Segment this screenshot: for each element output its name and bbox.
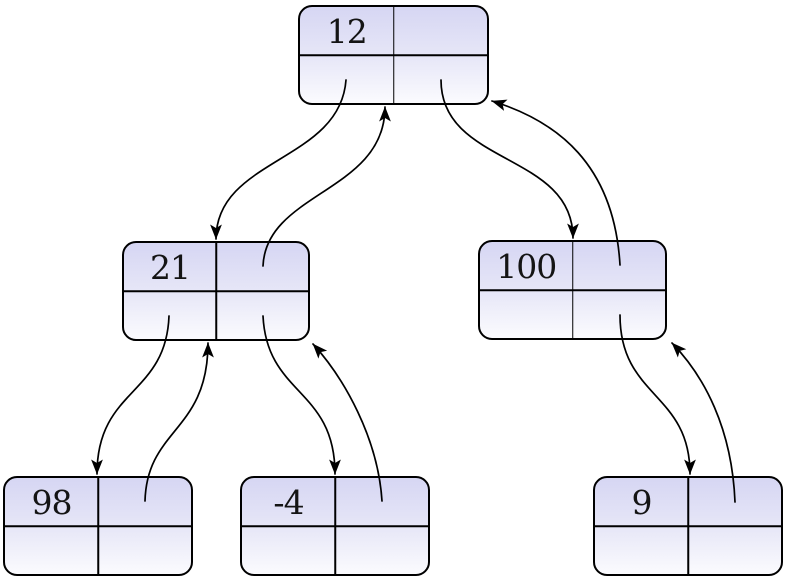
tree-node-98: 98	[3, 476, 193, 576]
node-value: 100	[496, 246, 557, 286]
node-value: 21	[150, 247, 191, 287]
node-divider-vertical	[687, 478, 689, 574]
tree-node-9: 9	[593, 476, 783, 576]
tree-node-neg4: -4	[240, 476, 430, 576]
tree-node-100: 100	[478, 240, 667, 340]
tree-node-12: 12	[298, 5, 489, 105]
node-divider-vertical	[97, 478, 99, 574]
node-value: 12	[326, 11, 368, 51]
node-value: 98	[31, 482, 73, 522]
node-divider-vertical	[334, 478, 336, 574]
node-value: -4	[273, 482, 304, 522]
node-value: 9	[631, 482, 653, 522]
node-divider-vertical	[215, 243, 217, 339]
node-divider-vertical	[571, 242, 574, 338]
node-divider-vertical	[392, 7, 395, 103]
tree-node-21: 21	[122, 241, 310, 341]
